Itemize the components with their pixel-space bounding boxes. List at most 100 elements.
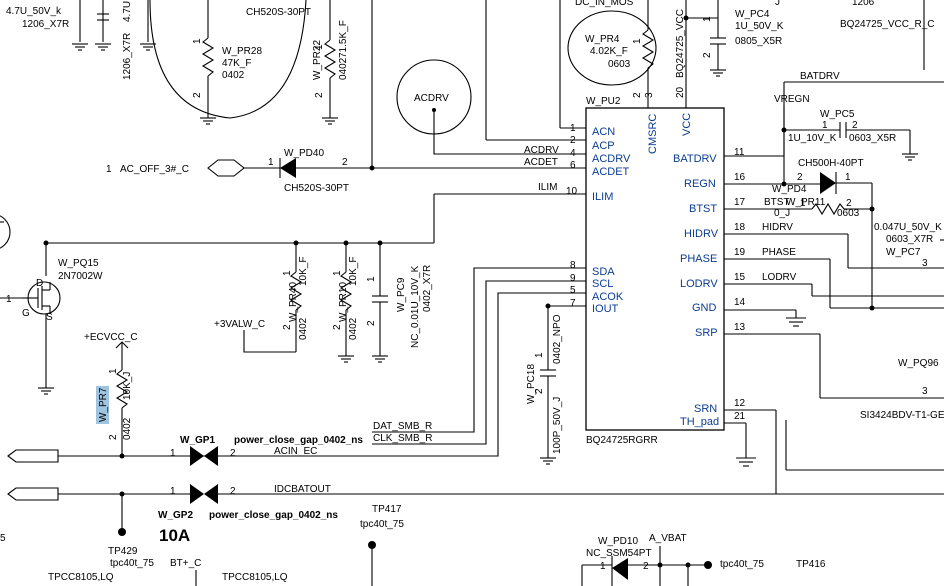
resistor-ref: W_PR28 [222,46,262,57]
capacitor-ref: W_PC7 [886,247,921,258]
mosfet-part: 2N7002W [58,271,103,282]
svg-text:2: 2 [314,92,325,98]
net-label: ACDET [524,157,558,168]
svg-text:3: 3 [922,386,928,397]
capacitor-value: 1U_50V_K [735,21,784,32]
svg-text:14: 14 [734,297,746,308]
svg-text:BTST: BTST [689,203,717,215]
svg-text:HIDRV: HIDRV [684,228,719,240]
diode-part: CH520S-30PT [284,183,349,194]
svg-text:1: 1 [170,448,176,459]
gap-part: power_close_gap_0402_ns [234,435,363,446]
svg-text:17: 17 [734,197,746,208]
svg-text:D: D [36,278,43,289]
input-port-arrow [207,159,245,177]
svg-text:1: 1 [106,164,112,175]
resistor-package: 0402 [122,417,133,440]
resistor-value: 47K_F [222,58,251,69]
svg-text:10: 10 [566,186,578,197]
diode-pd40: W_PD40 CH520S-30PT 1 2 [268,148,586,194]
svg-text:1: 1 [570,123,576,134]
resistor-pr22: 1 2 W_PR22 0402 71.5K_F [312,0,349,125]
resistor-package: 0603 [608,59,631,70]
svg-text:2: 2 [702,52,713,58]
svg-text:5: 5 [570,285,576,296]
cap-value-label: 4.7U_50V_k [6,6,62,17]
svg-text:2: 2 [108,434,119,440]
capacitor-package: 0603_X5R [849,133,896,144]
svg-text:5: 5 [0,533,6,544]
resistor-value: 71.5K_F [338,20,349,58]
resistor-package: 0402 [298,317,309,340]
test-point-ref: TP429 [108,546,138,557]
ic-ref: W_PU2 [586,96,621,107]
net-label: BQ24725_VCC_R_C [840,19,935,30]
svg-text:1: 1 [600,561,606,572]
ic-right-pins: BATDRV REGN BTST HIDRV PHASE LODRV GND S… [673,147,746,428]
net-label: CLK_SMB_R [373,433,432,444]
capacitor-value: 0.047U_50V_K [874,222,942,233]
capacitor-package: 0402_X7R [422,265,433,312]
svg-text:19: 19 [734,247,746,258]
mosfet-ref: W_PQ96 [898,358,939,369]
svg-text:2: 2 [852,120,858,131]
svg-text:ACOK: ACOK [592,291,624,303]
svg-text:1: 1 [314,44,325,50]
net-label: BTST [764,197,790,208]
capacitor-pc9: 1 2 W_PC9 NC_0.01U_10V_K 0402_X7R [366,243,433,363]
net-label: VREGN [774,94,810,105]
svg-text:G: G [22,308,30,319]
resistor-ref: W_PR22 [312,40,323,80]
svg-text:2: 2 [632,92,643,98]
test-point-part: tpc40t_75 [360,519,404,530]
ic-bq24725: W_PU2 BQ24725RGRR CMSRC VCC 3 20 [585,86,725,446]
net-label: ACDRV [524,145,559,156]
resistor-ref: W_PR11 [786,197,826,208]
svg-text:4: 4 [570,148,576,159]
ic-pin-cmsrc: CMSRC [647,114,659,154]
svg-text:SCL: SCL [592,278,613,290]
svg-text:1: 1 [268,157,274,168]
diode-part: CH500H-40PT [798,158,864,169]
cap-package-label: 1206_X7R [22,19,69,30]
svg-text:ILIM: ILIM [592,191,613,203]
mosfet-part: SI3424BDV-T1-GE [860,410,944,421]
svg-text:ACDET: ACDET [592,166,630,178]
net-label: BATDRV [800,71,840,82]
resistor-package: 0402 [348,317,359,340]
mosfet-pq15: W_PQ15 2N7002W D G S 1 [0,240,103,395]
svg-text:1: 1 [332,270,343,276]
svg-text:2: 2 [230,486,236,497]
svg-text:1: 1 [170,486,176,497]
svg-text:1: 1 [366,276,377,282]
acdrv-test-point: ACDRV [396,59,586,155]
highlight-box [96,386,109,424]
ic-part: BQ24725RGRR [586,435,658,446]
resistor-ref: W_PR4 [585,34,620,45]
net-label: +ECVCC_C [84,332,138,343]
svg-text:18: 18 [734,222,746,233]
svg-text:S: S [46,312,53,323]
svg-text:ACDRV: ACDRV [592,153,631,165]
svg-text:2: 2 [797,172,803,183]
svg-text:SDA: SDA [592,266,615,278]
svg-text:11: 11 [734,147,745,158]
resistor-pr28: 1 2 W_PR28 47K_F 0402 [192,0,262,125]
svg-text:SRN: SRN [694,403,717,415]
mosfet-ref: W_PQ15 [58,258,99,269]
diode-pd10: W_PD10 NC_SSM54PT A_VBAT 1 2 [581,533,712,586]
resistor-value: 10K_J [122,372,133,400]
test-point-part: tpc40t_75 [110,558,154,569]
diode-part: NC_SSM54PT [586,548,652,559]
svg-text:1206: 1206 [852,0,875,8]
current-rating: 10A [159,526,190,545]
svg-text:15: 15 [734,272,746,283]
gap-gp1: W_GP1 power_close_gap_0402_ns 1 2 ACIN_E… [7,435,498,466]
svg-text:21: 21 [734,411,746,422]
svg-text:PHASE: PHASE [680,253,717,265]
resistor-package: 0603 [837,208,860,219]
svg-text:2: 2 [534,388,545,394]
svg-text:1: 1 [108,368,119,374]
svg-text:2: 2 [230,448,236,459]
resistor-pr40: 1 2 W_PR40 10K_F 0402 [282,243,309,352]
